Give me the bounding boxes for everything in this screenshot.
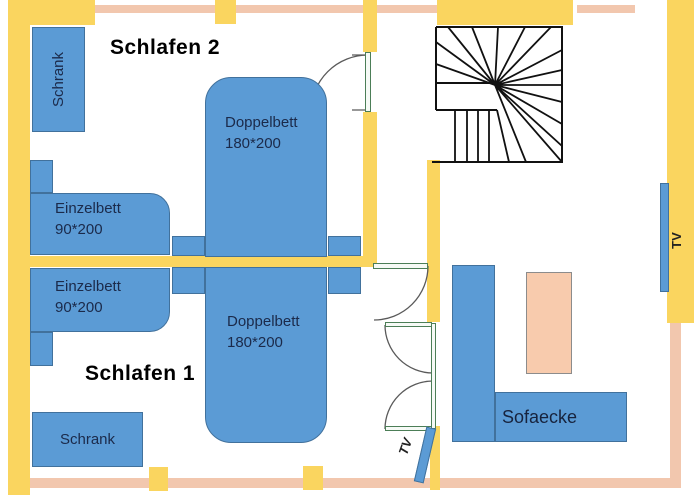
tv-corridor-label-box: TV bbox=[390, 434, 420, 458]
double-bed-top-label: Doppelbett 180*200 bbox=[225, 114, 298, 152]
door-frame-corridor bbox=[431, 323, 436, 429]
tv-wall-label-box: TV bbox=[658, 228, 694, 252]
wall-middle-vertical-lower bbox=[363, 112, 377, 267]
room-title-schlafen2: Schlafen 2 bbox=[110, 36, 221, 59]
spiral-staircase bbox=[432, 26, 563, 163]
wall-top-block bbox=[437, 0, 573, 25]
wall-corridor-lower bbox=[430, 426, 440, 490]
door-panel-corridor-top bbox=[373, 263, 428, 269]
wall-top-right-salmon bbox=[577, 5, 635, 13]
wall-bottom-pillar-2 bbox=[303, 466, 323, 490]
sofa-label: Sofaecke bbox=[501, 406, 578, 427]
wardrobe-top: Schrank bbox=[32, 27, 85, 132]
coffee-table bbox=[526, 272, 572, 374]
room-title-schlafen1: Schlafen 1 bbox=[85, 362, 196, 385]
single-bed-bottom-label: Einzelbett 90*200 bbox=[55, 278, 121, 316]
wall-bottom-pillar-1 bbox=[149, 467, 168, 491]
wall-right-upper bbox=[667, 0, 694, 323]
sofa-horizontal-part bbox=[495, 392, 627, 442]
nightstand-bottom-left bbox=[172, 267, 205, 294]
wall-top-pillar bbox=[215, 0, 236, 24]
door-arc-corridor-top bbox=[373, 265, 429, 321]
single-bed-bottom-pillow bbox=[30, 332, 53, 366]
door-arc-corridor-middle bbox=[384, 324, 434, 374]
wardrobe-top-label: Schrank bbox=[50, 51, 67, 108]
wardrobe-bottom: Schrank bbox=[32, 412, 143, 467]
wall-top-left-corner bbox=[8, 0, 95, 25]
wall-top-left-salmon bbox=[95, 5, 437, 13]
wall-bottom-salmon bbox=[30, 478, 678, 488]
wall-corridor-upper bbox=[427, 160, 440, 322]
staircase-treads bbox=[435, 26, 563, 163]
tv-wall-label: TV bbox=[668, 231, 684, 249]
wall-middle-horizontal bbox=[18, 256, 372, 267]
nightstand-top-left bbox=[172, 236, 205, 256]
double-bed-top bbox=[205, 77, 327, 257]
sofa-vertical-part bbox=[452, 265, 495, 442]
nightstand-bottom-right bbox=[328, 267, 361, 294]
double-bed-bottom bbox=[205, 267, 327, 443]
single-bed-bottom bbox=[30, 268, 170, 332]
single-bed-top bbox=[30, 193, 170, 255]
wall-middle-vertical-upper bbox=[363, 0, 377, 52]
door-panel-corridor-middle bbox=[385, 322, 432, 327]
tv-wall bbox=[660, 183, 669, 292]
double-bed-bottom-label: Doppelbett 180*200 bbox=[227, 313, 300, 351]
wardrobe-bottom-label: Schrank bbox=[59, 431, 116, 448]
wall-right-lower-salmon bbox=[670, 322, 681, 488]
door-arc-corridor-bottom bbox=[384, 380, 434, 430]
tv-corridor-label: TV bbox=[395, 435, 415, 457]
wall-left bbox=[8, 0, 30, 495]
nightstand-top-right bbox=[328, 236, 361, 256]
door-jambs-schlafen2 bbox=[352, 54, 365, 111]
single-bed-top-label: Einzelbett 90*200 bbox=[55, 200, 121, 238]
single-bed-top-pillow bbox=[30, 160, 53, 193]
door-panel-schlafen2 bbox=[365, 52, 371, 112]
